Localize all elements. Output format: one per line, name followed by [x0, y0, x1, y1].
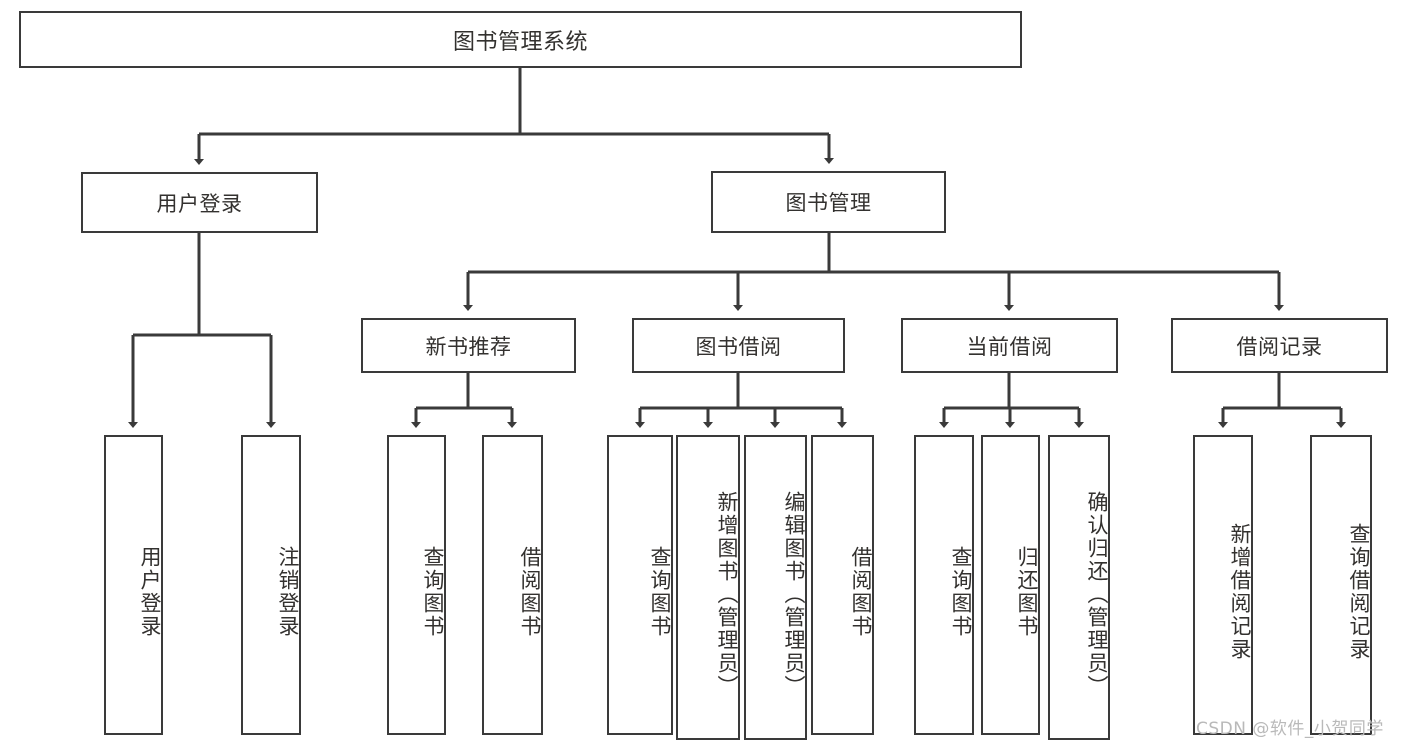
node-root[interactable]: 图书管理系统 [19, 11, 1022, 68]
node-leaf-12[interactable]: 查询借阅记录 [1310, 435, 1372, 735]
node-leaf-3[interactable]: 借阅图书 [482, 435, 543, 735]
node-level2-0[interactable]: 用户登录 [81, 172, 318, 233]
node-level2-1[interactable]: 图书管理 [711, 171, 946, 233]
node-leaf-2[interactable]: 查询图书 [387, 435, 446, 735]
node-leaf-8[interactable]: 查询图书 [914, 435, 974, 735]
node-leaf-10[interactable]: 确认归还（管理员） [1048, 435, 1110, 740]
node-leaf-1[interactable]: 注销登录 [241, 435, 301, 735]
node-leaf-5[interactable]: 新增图书（管理员） [676, 435, 740, 740]
node-leaf-0[interactable]: 用户登录 [104, 435, 163, 735]
watermark-text: CSDN @软件_小贺同学 [1196, 719, 1384, 739]
node-leaf-9[interactable]: 归还图书 [981, 435, 1040, 735]
node-leaf-4[interactable]: 查询图书 [607, 435, 673, 735]
node-leaf-6[interactable]: 编辑图书（管理员） [744, 435, 807, 740]
node-level3-1[interactable]: 图书借阅 [632, 318, 845, 373]
node-level3-2[interactable]: 当前借阅 [901, 318, 1118, 373]
node-level3-3[interactable]: 借阅记录 [1171, 318, 1388, 373]
node-level3-0[interactable]: 新书推荐 [361, 318, 576, 373]
node-leaf-7[interactable]: 借阅图书 [811, 435, 874, 735]
node-leaf-11[interactable]: 新增借阅记录 [1193, 435, 1253, 735]
